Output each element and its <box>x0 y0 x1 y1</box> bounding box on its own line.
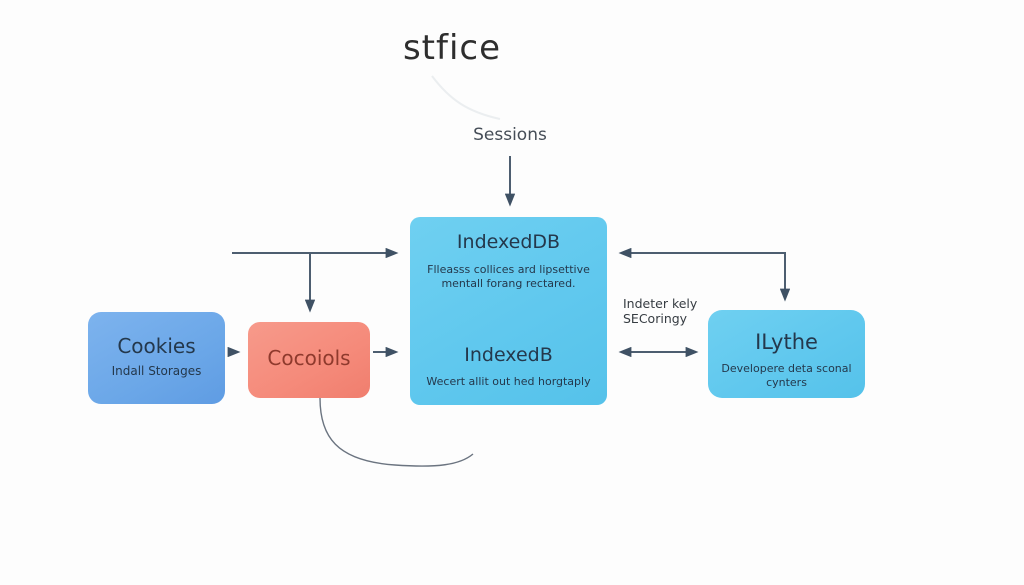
diagram-title: stfice <box>402 28 502 68</box>
node-ilythe-desc-line2: cynters <box>766 376 807 389</box>
edge-note-line2: SECoringy <box>623 311 688 326</box>
edge-note-line1: Indeter kely <box>623 296 698 311</box>
sessions-label: Sessions <box>473 125 547 145</box>
arrow-elbow-central-ilythe <box>618 247 791 302</box>
node-cookies-title: Cookies <box>117 334 196 358</box>
edge-note: Indeter kely SECoringy <box>623 296 733 326</box>
node-indexeddb-desc-line2: mentall forang rectared. <box>441 277 576 290</box>
node-cookies-desc: Indall Storages <box>111 364 202 378</box>
curve-from-cocoiols <box>319 397 474 467</box>
node-indexeddb-desc-line1: Flleasss collices ard lipsettive <box>427 263 590 276</box>
node-indexeddb-secondary-desc: Wecert allit out hed horgtaply <box>426 375 591 388</box>
node-ilythe-desc-line1: Developere deta sconal <box>721 362 852 375</box>
node-cocoiols: Cocoiols <box>248 322 370 398</box>
ghost-curve <box>431 75 501 120</box>
node-cocoiols-title: Cocoiols <box>267 346 351 370</box>
node-indexeddb-secondary-title: IndexedB <box>464 344 553 366</box>
node-ilythe-title: ILythe <box>755 330 818 354</box>
node-indexeddb: IndexedDB Flleasss collices ard lipsetti… <box>410 217 607 405</box>
node-ilythe: ILythe Developere deta sconal cynters <box>708 310 865 398</box>
node-cookies: Cookies Indall Storages <box>88 312 225 404</box>
node-indexeddb-title: IndexedDB <box>456 231 561 253</box>
